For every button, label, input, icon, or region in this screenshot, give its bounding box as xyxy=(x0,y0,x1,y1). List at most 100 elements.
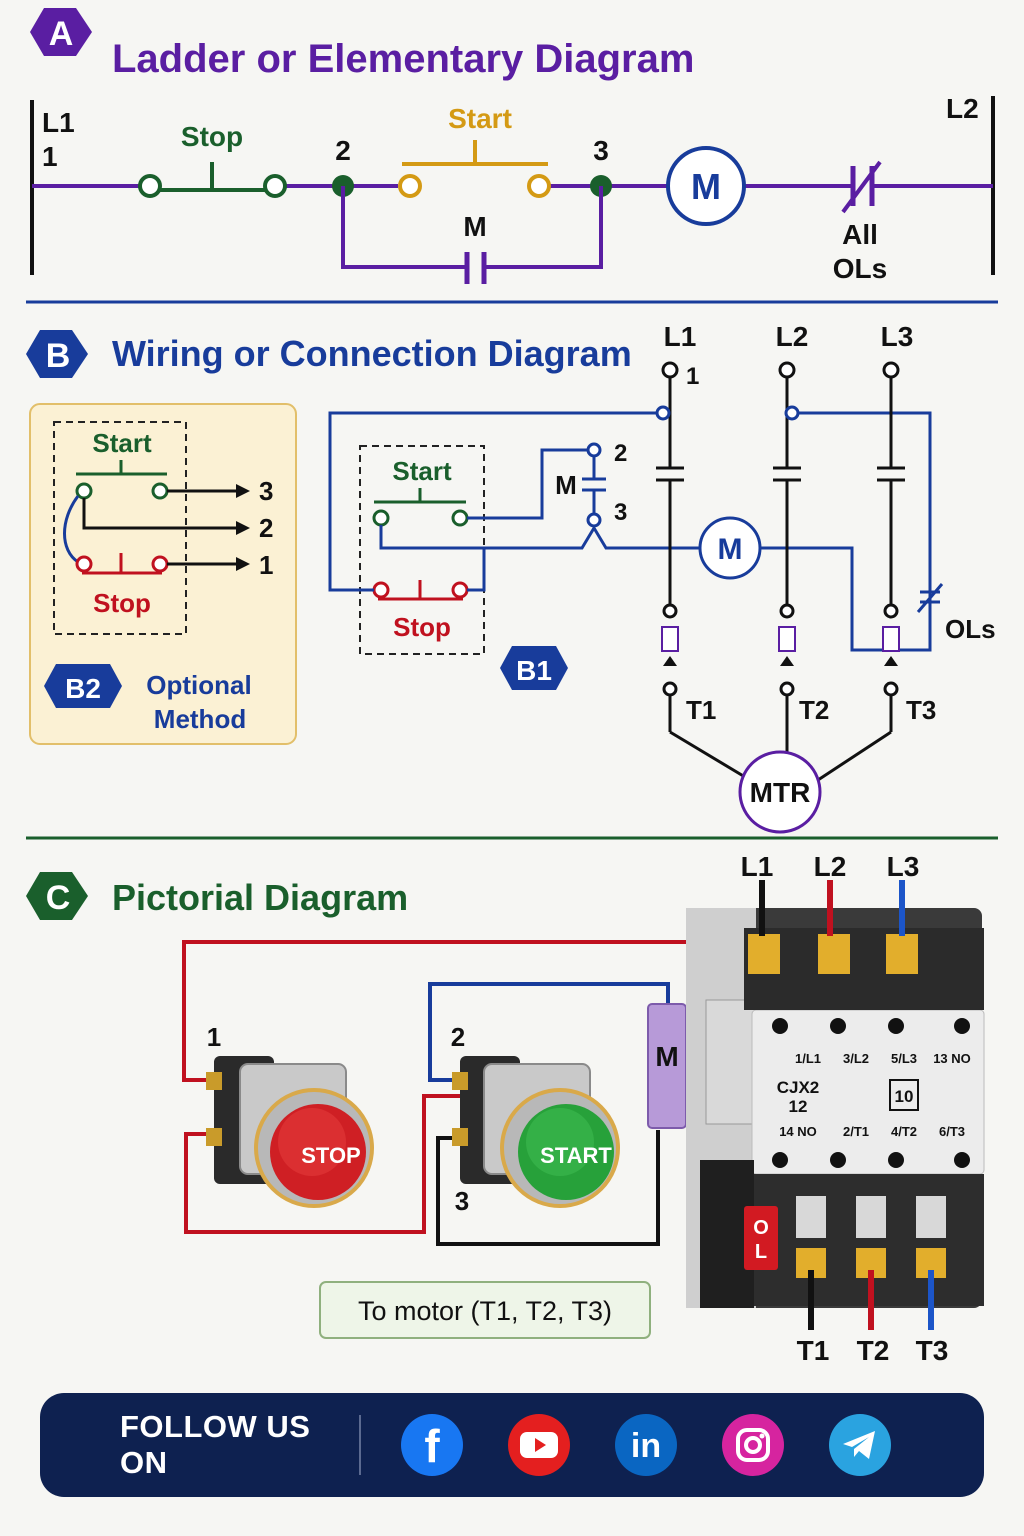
motor-label-t2: T2 xyxy=(857,1335,890,1366)
b1-stop-terminal xyxy=(451,581,469,599)
b1-wire-node3-to-coil xyxy=(484,525,700,550)
contactor-model-box-text: 10 xyxy=(895,1087,914,1106)
contactor-bottom-term-1: 14 NO xyxy=(779,1124,817,1139)
svg-text:f: f xyxy=(424,1420,440,1472)
badge-b2-label: B2 xyxy=(65,673,101,704)
b1-label-l1-number: 1 xyxy=(686,363,699,390)
start-pushbutton[interactable] xyxy=(452,1056,620,1208)
contactor-top-term-3: 5/L3 xyxy=(891,1051,917,1066)
coil-m xyxy=(666,146,746,226)
b1-label-l1: L1 xyxy=(664,321,697,352)
b1-label-l3: L3 xyxy=(881,321,914,352)
supply-label-l1: L1 xyxy=(741,851,774,882)
start-pushbutton-symbol xyxy=(398,140,551,198)
instagram-icon[interactable] xyxy=(722,1414,784,1476)
b2-label-start: Start xyxy=(92,428,152,458)
linkedin-icon[interactable]: in xyxy=(615,1414,677,1476)
b1-label-t1: T1 xyxy=(686,695,716,725)
wire-black-start-to-coil xyxy=(436,1130,660,1246)
diagram-canvas: A Ladder or Elementary Diagram L1 1 L2 S… xyxy=(26,8,998,1366)
facebook-icon[interactable]: f xyxy=(401,1414,463,1476)
b2-jumper xyxy=(63,495,80,564)
b2-wire-2 xyxy=(82,498,238,530)
motor-note-box xyxy=(319,1281,651,1339)
supply-label-l2: L2 xyxy=(814,851,847,882)
b1-label-stop: Stop xyxy=(393,612,451,642)
b2-panel xyxy=(29,403,297,745)
label-stop: Stop xyxy=(181,121,243,152)
badge-a-letter: A xyxy=(49,15,74,53)
b1-ol-contact-symbol xyxy=(916,583,944,613)
b1-aux-number-2: 2 xyxy=(614,440,627,467)
badge-c-hexagon xyxy=(26,872,88,920)
label-start: Start xyxy=(448,103,512,134)
stop-pushbutton[interactable] xyxy=(206,1056,374,1208)
b2-start-terminal xyxy=(75,482,93,500)
label-l1-number: 1 xyxy=(42,141,58,172)
stop-terminal-number: 1 xyxy=(207,1022,221,1052)
contactor-coil-label: M xyxy=(655,1041,678,1072)
badge-b-letter: B xyxy=(46,337,71,375)
b1-coil-m xyxy=(698,516,762,580)
wire-blue-start-to-aux xyxy=(428,982,670,1082)
b1-wire-stop-to-coil xyxy=(379,525,486,592)
overload-reset-button[interactable] xyxy=(744,1206,778,1270)
b1-aux-label: M xyxy=(555,470,577,500)
section-b-title: Wiring or Connection Diagram xyxy=(112,333,632,374)
motor-note-text: To motor (T1, T2, T3) xyxy=(358,1296,612,1326)
telegram-icon[interactable] xyxy=(829,1414,891,1476)
b1-label-start: Start xyxy=(392,456,452,486)
contactor-model-box xyxy=(889,1079,919,1111)
b1-aux-terminal-3 xyxy=(586,512,602,528)
b2-terminal-3: 3 xyxy=(259,476,273,506)
b1-label-ols: OLs xyxy=(945,614,996,644)
b2-terminal-1: 1 xyxy=(259,550,273,580)
follow-us-text: FOLLOW US ON xyxy=(120,1409,311,1480)
b2-caption-optional: Optional xyxy=(146,670,251,700)
overload-contact-symbol xyxy=(841,160,882,214)
b2-arrow-3 xyxy=(236,484,250,498)
section-a: A Ladder or Elementary Diagram L1 1 L2 S… xyxy=(26,8,998,304)
badge-b1-label: B1 xyxy=(516,655,552,686)
contactor-bottom-term-3: 4/T2 xyxy=(891,1124,917,1139)
b1-stop-terminal xyxy=(372,581,390,599)
b1-label-l2: L2 xyxy=(776,321,809,352)
youtube-icon[interactable] xyxy=(508,1414,570,1476)
badge-b1-hexagon xyxy=(500,646,568,690)
contactor-top-screws xyxy=(748,934,970,1168)
badge-b-hexagon xyxy=(26,330,88,378)
b1-aux-terminal-2 xyxy=(586,442,602,458)
wire-red-l1-to-stop xyxy=(182,940,718,1082)
b1-start-terminal xyxy=(451,509,469,527)
label-all: All xyxy=(842,219,878,250)
holding-branch-wire xyxy=(341,186,603,269)
contactor-body xyxy=(686,908,985,1308)
b2-caption-method: Method xyxy=(154,704,246,734)
label-l1: L1 xyxy=(42,107,75,138)
b1-motor xyxy=(738,750,822,834)
overload-terminals xyxy=(796,1196,946,1278)
section-b: B Wiring or Connection Diagram Start 3 2… xyxy=(26,321,998,840)
stop-button-text: STOP xyxy=(301,1143,361,1168)
stop-pushbutton-symbol xyxy=(138,162,287,198)
contactor-top-term-2: 3/L2 xyxy=(843,1051,869,1066)
b1-tap-l1 xyxy=(655,405,671,421)
b1-power-line-l3 xyxy=(817,361,905,782)
contactor-model: CJX2 xyxy=(777,1078,820,1097)
motor-label-t1: T1 xyxy=(797,1335,830,1366)
contactor-bottom-term-2: 2/T1 xyxy=(843,1124,869,1139)
b2-stop-terminal xyxy=(75,555,93,573)
badge-c-letter: C xyxy=(46,879,71,917)
section-c: C Pictorial Diagram STOP 1 S xyxy=(26,851,985,1366)
contactor-model-rating: 12 xyxy=(789,1097,808,1116)
b2-stop-terminal xyxy=(151,555,169,573)
label-holding-contact: M xyxy=(463,211,486,242)
b2-label-stop: Stop xyxy=(93,588,151,618)
label-node-2: 2 xyxy=(335,135,351,166)
b1-wire-start-to-aux xyxy=(467,448,588,520)
section-c-title: Pictorial Diagram xyxy=(112,877,408,918)
b2-pushbutton-station xyxy=(53,421,187,635)
b1-start-terminal xyxy=(372,509,390,527)
b2-start-terminal xyxy=(151,482,169,500)
